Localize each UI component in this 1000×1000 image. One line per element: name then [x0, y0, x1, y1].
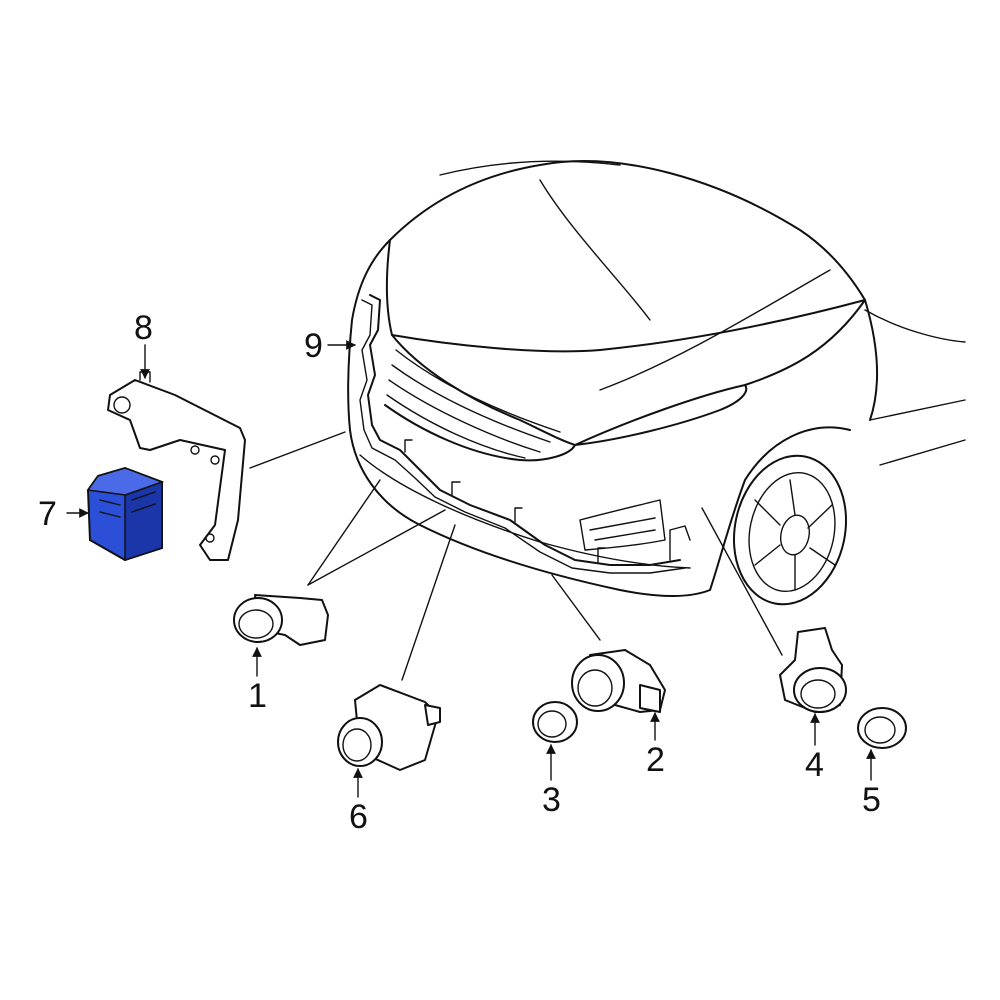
wiring-harness-part-9[interactable]: [359, 294, 691, 574]
callout-label-5: 5: [862, 781, 881, 819]
sensor-part-6[interactable]: [337, 684, 441, 771]
vehicle-front-illustration: [347, 160, 966, 606]
callout-label-7: 7: [38, 495, 57, 533]
leader-lines: [249, 431, 783, 681]
callout-label-6: 6: [349, 798, 368, 836]
callout-label-3: 3: [542, 781, 561, 819]
callout-label-9: 9: [304, 327, 323, 365]
retaining-ring-part-5[interactable]: [857, 707, 907, 749]
retaining-ring-part-3[interactable]: [532, 701, 578, 743]
callout-label-8: 8: [134, 309, 153, 347]
callout-arrows: [66, 340, 876, 798]
sensor-part-1[interactable]: [233, 594, 329, 646]
sensor-part-2[interactable]: [571, 649, 666, 713]
sensor-part-4[interactable]: [779, 627, 847, 713]
parking-aid-module-part-7[interactable]: [86, 466, 165, 562]
callout-label-2: 2: [646, 741, 665, 779]
callout-label-1: 1: [248, 677, 267, 715]
callout-label-4: 4: [805, 746, 824, 784]
